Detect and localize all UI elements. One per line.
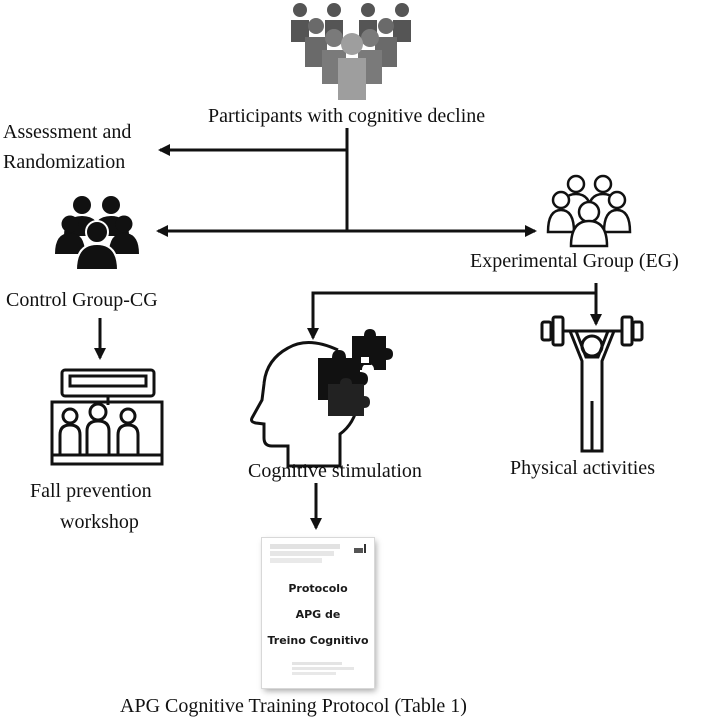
protocol-document: Protocolo APG de Treino Cognitivo xyxy=(262,538,374,688)
document-title-line3: Treino Cognitivo xyxy=(267,634,369,647)
control-group-label: Control Group-CG xyxy=(6,289,158,311)
document-header-text xyxy=(270,544,350,563)
physical-activities-label: Physical activities xyxy=(510,457,655,479)
experimental-group-label: Experimental Group (EG) xyxy=(470,250,679,272)
participants-label: Participants with cognitive decline xyxy=(208,105,486,127)
protocol-caption: APG Cognitive Training Protocol (Table 1… xyxy=(120,695,467,717)
crowd-icon xyxy=(291,3,411,100)
weightlifter-icon xyxy=(540,315,644,453)
document-logo-icon xyxy=(354,544,366,553)
group-icon xyxy=(546,174,632,248)
classroom-icon xyxy=(50,368,164,466)
cognitive-stimulation-label: Cognitive stimulation xyxy=(248,460,422,482)
assessment-label-line1: Assessment and xyxy=(3,121,132,143)
document-title-line2: APG de xyxy=(295,608,341,621)
assessment-label-line2: Randomization xyxy=(3,151,126,173)
fall-prevention-label-line1: Fall prevention xyxy=(30,480,152,502)
head-puzzle-icon xyxy=(250,329,393,468)
document-title-line1: Protocolo xyxy=(288,582,348,595)
group-icon xyxy=(55,196,139,271)
fall-prevention-label-line2: workshop xyxy=(60,511,139,533)
document-footer-text xyxy=(292,662,362,675)
